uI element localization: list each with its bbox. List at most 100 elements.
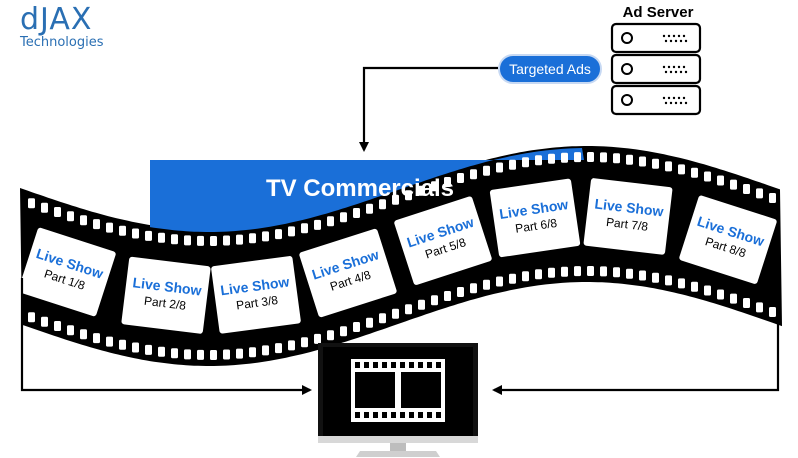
sprocket-hole [600, 152, 607, 163]
sprocket-hole [288, 340, 295, 351]
frame-panel [679, 195, 777, 284]
sprocket-hole [535, 155, 542, 166]
sprocket-hole [457, 173, 464, 183]
sprocket-hole [561, 152, 568, 163]
sprocket-hole [275, 229, 282, 240]
sprocket-hole [236, 348, 243, 359]
sprocket-hole [769, 307, 776, 317]
tv-film-hole [382, 362, 387, 368]
logo-wordmark: dJAX [20, 2, 93, 37]
ads-to-commercials-arrow [359, 66, 498, 152]
sprocket-hole [470, 283, 477, 294]
sprocket-hole [314, 219, 321, 230]
tv-commercials-label: TV Commercials [266, 175, 454, 202]
sprocket-hole [548, 153, 555, 164]
sprocket-hole [652, 158, 659, 169]
sprocket-hole [548, 267, 555, 278]
sprocket-hole [132, 228, 139, 239]
sprocket-hole [639, 156, 646, 167]
frame-panel [121, 256, 211, 334]
ad-server-icon [610, 22, 702, 116]
sprocket-hole [106, 222, 113, 233]
tv-film-hole [364, 412, 369, 418]
sprocket-hole [353, 322, 360, 332]
sprocket-hole [756, 188, 763, 199]
film-sprocket-holes [28, 152, 776, 360]
sprocket-hole [613, 267, 620, 278]
tv-film-hole [409, 412, 414, 418]
tv-film-hole [436, 412, 441, 418]
sprocket-hole [366, 317, 373, 328]
tv-stand [356, 451, 440, 457]
frame-part: Part 6/8 [514, 216, 558, 236]
sprocket-hole [366, 203, 373, 214]
sprocket-hole [704, 171, 711, 182]
tv-film-hole [427, 412, 432, 418]
sprocket-hole [236, 234, 243, 245]
sprocket-hole [496, 276, 503, 287]
sprocket-hole [678, 164, 685, 175]
sprocket-hole [158, 346, 165, 357]
sprocket-hole [54, 321, 61, 331]
sprocket-hole [54, 207, 61, 217]
sprocket-hole [496, 162, 503, 173]
frame-panel [583, 178, 673, 255]
server-unit-3 [610, 84, 702, 116]
sprocket-hole [418, 299, 425, 310]
frame-part: Part 2/8 [143, 294, 187, 313]
sprocket-hole [769, 193, 776, 203]
sprocket-hole [418, 185, 425, 196]
sprocket-hole [210, 350, 217, 360]
sprocket-hole [587, 152, 594, 162]
sprocket-hole [327, 330, 334, 341]
frame-panel [489, 178, 581, 258]
sprocket-hole [652, 272, 659, 283]
frame-panel [18, 227, 116, 317]
sprocket-hole [171, 234, 178, 245]
frame-panel [299, 228, 397, 318]
sprocket-hole [119, 339, 126, 350]
sprocket-hole [197, 349, 204, 360]
server-unit-1 [610, 22, 702, 54]
sprocket-hole [509, 273, 516, 284]
sprocket-hole [587, 266, 594, 276]
sprocket-hole [301, 337, 308, 348]
sprocket-hole [301, 223, 308, 234]
tv-commercials-band [150, 148, 584, 232]
sprocket-hole [28, 312, 35, 323]
sprocket-hole [223, 235, 230, 246]
sprocket-hole [691, 281, 698, 292]
sprocket-hole [639, 270, 646, 281]
sprocket-hole [314, 333, 321, 344]
sprocket-hole [730, 179, 737, 190]
sprocket-hole [574, 152, 581, 163]
tv-film-hole [436, 362, 441, 368]
sprocket-hole [197, 235, 204, 246]
sprocket-hole [457, 287, 464, 297]
tv-film-hole [373, 362, 378, 368]
frame-part: Part 7/8 [605, 215, 649, 234]
tv-film-hole [364, 362, 369, 368]
sprocket-hole [431, 295, 438, 306]
tv-film-hole [427, 362, 432, 368]
sprocket-hole [340, 326, 347, 337]
sprocket-hole [522, 271, 529, 282]
tv-film-hole [355, 412, 360, 418]
sprocket-hole [392, 308, 399, 319]
sprocket-hole [327, 216, 334, 227]
tv-film-hole [418, 412, 423, 418]
sprocket-hole [340, 212, 347, 223]
sprocket-hole [119, 225, 126, 236]
sprocket-hole [392, 194, 399, 205]
sprocket-hole [613, 153, 620, 164]
sprocket-hole [704, 285, 711, 296]
sprocket-hole [210, 236, 217, 246]
tv-chin [318, 436, 478, 443]
tv-icon [318, 343, 478, 457]
sprocket-hole [80, 329, 87, 340]
sprocket-hole [678, 278, 685, 289]
sprocket-hole [249, 233, 256, 244]
